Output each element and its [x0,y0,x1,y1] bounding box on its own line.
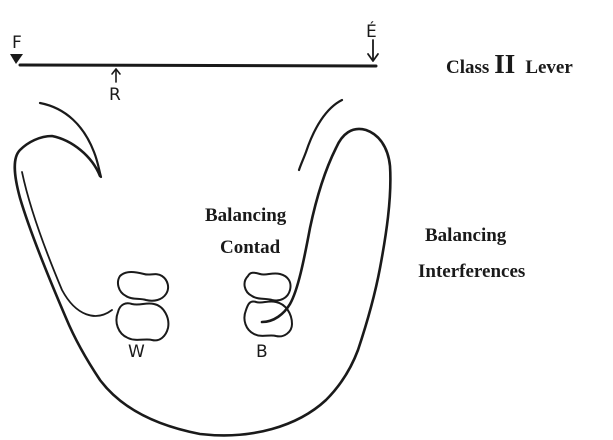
mandible-outline [13,127,392,437]
balancing-upper-tooth [243,271,292,302]
balancing-contact-line-2: Contad [220,237,281,258]
balancing-interferences-line-2: Interferences [418,261,525,282]
working-upper-tooth [117,271,170,302]
working-lower-tooth [115,302,170,342]
title-prefix: Class [446,57,489,78]
title-numeral: II [494,49,515,79]
resistance-arrow-icon [111,68,121,83]
diagram-title: Class II Lever [446,49,573,79]
right-sigmoid-notch [297,98,344,172]
effort-arrow-icon [367,39,379,62]
balancing-interferences-line-1: Balancing [425,225,507,246]
title-suffix: Lever [525,57,573,78]
left-sigmoid-notch [38,101,103,179]
balancing-tooth-label: B [256,342,268,362]
balancing-contact-label: Balancing Contad [205,205,287,258]
mandible-left-inner-edge [21,171,113,317]
lever-diagram: F É R [10,20,379,105]
working-tooth-label: W [128,342,145,362]
effort-label: É [366,20,377,42]
fulcrum-triangle-icon [10,54,23,64]
balancing-contact-line-1: Balancing [205,205,287,226]
resistance-label: R [109,85,121,105]
lever-bar [18,63,378,68]
balancing-interferences-label: Balancing Interferences [418,225,525,282]
mandible-drawing [13,98,392,437]
balancing-lower-tooth [243,300,293,338]
working-tooth-pair: W [115,271,170,362]
balancing-tooth-pair: B [243,271,293,362]
fulcrum-label: F [12,33,22,53]
